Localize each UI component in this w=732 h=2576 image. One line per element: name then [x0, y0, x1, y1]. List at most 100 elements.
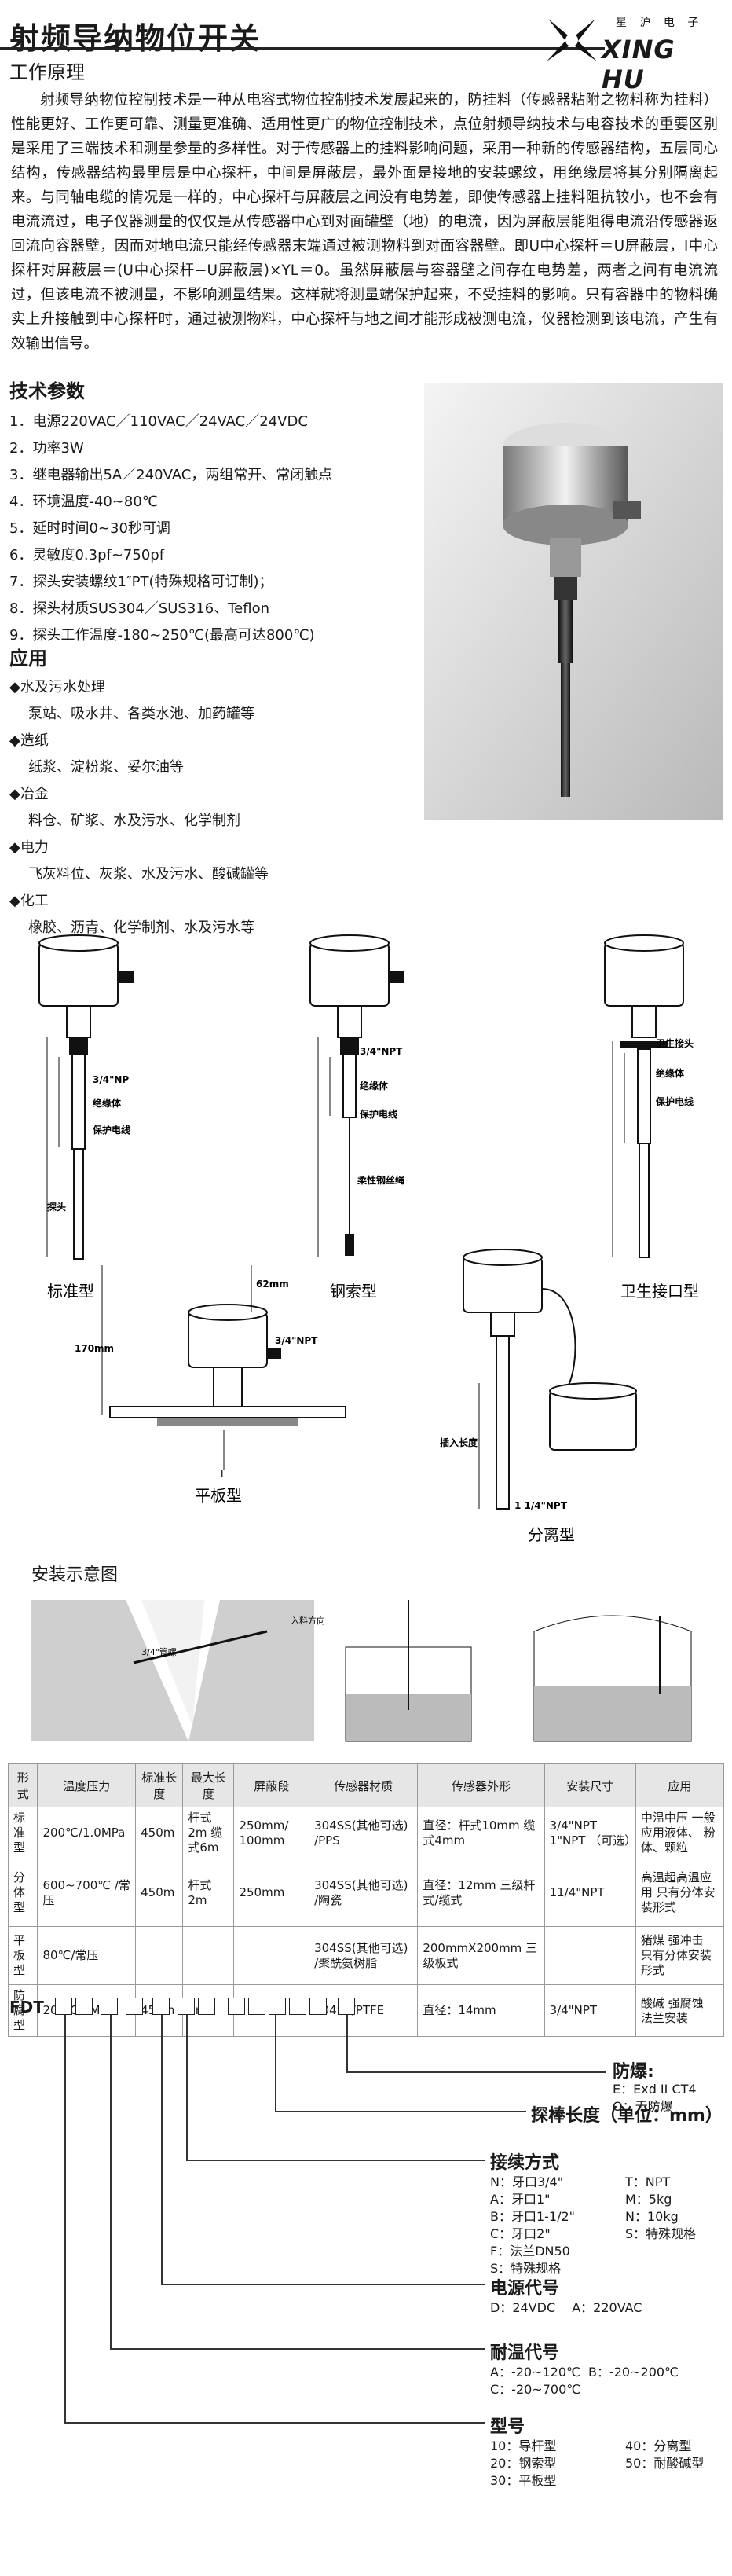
explosion-opts: E：Exd II CT4 O：无防爆 — [613, 2081, 697, 2115]
leader — [161, 2284, 485, 2285]
opt: A：-20~120℃ — [490, 2365, 580, 2380]
opt: A：牙口1" — [490, 2192, 551, 2207]
table-cell: 直径：14mm — [417, 1984, 545, 2037]
table-cell: 80℃/常压 — [37, 1926, 137, 1985]
app-text: 飞灰料位、灰浆、水及污水、酸碱罐等 — [28, 866, 269, 883]
app-text: 纸浆、淀粉浆、妥尔油等 — [28, 759, 184, 776]
label-roman: I — [221, 1469, 224, 1480]
mount-title: 接续方式 — [490, 2153, 560, 2173]
leader — [64, 2015, 66, 2424]
table-cell — [182, 1926, 235, 1985]
col-header: 形式 — [7, 1763, 38, 1807]
label-insulator: 绝缘体 — [93, 1097, 122, 1109]
opt: T：NPT — [625, 2174, 671, 2189]
brand-name: XING HU — [602, 35, 675, 94]
table-cell: 3/4"NPT — [544, 1984, 636, 2037]
opt: 20：钢索型 — [490, 2456, 557, 2471]
label-insulator-san: 绝缘体 — [656, 1067, 685, 1079]
star-logo-icon — [547, 19, 597, 61]
install-label-inflow: 入料方向 — [291, 1615, 325, 1626]
tech-list: 1．电源220VAC／110VAC／24VAC／24VDC 2．功率3W 3．继… — [9, 409, 332, 649]
label-npt: 3/4"NP — [93, 1074, 129, 1085]
label-npt-cable: 3/4"NPT — [360, 1046, 403, 1057]
table-cell: 平板型 — [7, 1926, 38, 1985]
app-group: ◆造纸 — [9, 732, 49, 749]
table-cell: 450m — [135, 1807, 184, 1859]
label-insert-len: 插入长度 — [440, 1437, 478, 1448]
opt: N：牙口3/4" — [490, 2174, 564, 2189]
label-probe: 探头 — [47, 1201, 66, 1213]
technical-drawings: 3/4"NP 绝缘体 保护电线 探头 3/4"NPT 绝缘体 保护电线 柔性钢丝… — [38, 934, 699, 1544]
table-cell: 酸碱 强腐蚀 法兰安装 — [635, 1984, 725, 2037]
table-cell: 450m — [135, 1859, 184, 1927]
intro-text: 射频导纳物位控制技术是一种从电容式物位控制技术发展起来的，防挂料（传感器粘附之物… — [11, 88, 718, 356]
app-text: 料仓、矿浆、水及污水、化学制剂 — [28, 813, 240, 829]
col-header: 标准长度 — [135, 1763, 184, 1807]
caption-flat: 平板型 — [195, 1486, 242, 1505]
col-header: 最大长度 — [182, 1763, 235, 1807]
power-title: 电源代号 — [490, 2279, 560, 2299]
app-group: ◆化工 — [9, 893, 49, 909]
table-cell: 杆式2m — [182, 1859, 235, 1927]
tech-item: 8．探头材质SUS304／SUS316、Teflon — [9, 600, 269, 617]
opt: 40：分离型 — [625, 2438, 692, 2453]
table-cell: 200mmX200mm 三级板式 — [417, 1926, 545, 1985]
caption-standard: 标准型 — [47, 1282, 94, 1301]
level-switch-photo — [424, 383, 723, 820]
drawing-separate — [463, 1249, 637, 1510]
table-cell: 304SS(其他可选) /陶瓷 — [309, 1859, 419, 1927]
table-cell — [135, 1926, 184, 1985]
tech-item: 4．环境温度-40~80℃ — [9, 494, 159, 510]
table-row: 平板型 80℃/常压 304SS(其他可选) /聚酰氨树脂 200mmX200m… — [7, 1926, 725, 1985]
code-box — [152, 1998, 170, 2015]
drawing-flat — [101, 1265, 346, 1470]
label-shield: 保护电线 — [92, 1124, 130, 1136]
brand-logo: 星 沪 电 子 XING HU — [540, 11, 721, 94]
label-flex-cable: 柔性钢丝绳 — [357, 1174, 404, 1186]
leader — [110, 2348, 485, 2350]
app-text: 橡胶、沥青、化学制剂、水及污水等 — [28, 919, 254, 936]
leader — [186, 2015, 188, 2161]
title-rule — [0, 47, 605, 50]
label-62mm: 62mm — [256, 1279, 289, 1290]
opt: F：法兰DN50 — [490, 2244, 570, 2259]
leader — [275, 2015, 276, 2112]
table-cell: 304SS(其他可选) /PPS — [309, 1807, 419, 1859]
table-cell: 600~700℃ /常压 — [37, 1859, 137, 1927]
install-diagrams: 3/4"管螺 入料方向 — [31, 1600, 692, 1742]
opt: B：牙口1-1/2" — [490, 2209, 576, 2224]
table-cell: 杆式2m 缆式6m — [182, 1807, 235, 1859]
opt: E：Exd II CT4 — [613, 2082, 697, 2097]
applications-heading: 应用 — [9, 648, 47, 670]
table-cell: 直径：杆式10mm 缆式4mm — [417, 1807, 545, 1859]
applications-list: ◆水及污水处理 泵站、吸水井、各类水池、加药罐等 ◆造纸 纸浆、淀粉浆、妥尔油等… — [9, 674, 269, 941]
code-box — [248, 1998, 265, 2015]
product-photo — [424, 383, 723, 820]
app-group: ◆水及污水处理 — [9, 679, 105, 695]
code-box — [126, 1998, 143, 2015]
opt: 10：导杆型 — [490, 2438, 557, 2453]
table-cell: 3/4"NPT 1"NPT （可选） — [544, 1807, 636, 1859]
opt: 30：平板型 — [490, 2473, 557, 2488]
opt: A：220VAC — [572, 2300, 642, 2315]
model-opts-right: 40：分离型 50：耐酸碱型 — [625, 2438, 704, 2472]
mount-opts-right: T：NPT M：5kg N：10kg S：特殊规格 — [625, 2174, 696, 2243]
length-title: 探棒长度（单位：mm） — [531, 2106, 723, 2126]
leader — [186, 2160, 485, 2161]
table-cell: 高温超高温应用 只有分体安装形式 — [635, 1859, 725, 1927]
code-box — [309, 1998, 327, 2015]
col-header: 应用 — [635, 1763, 725, 1807]
col-header: 安装尺寸 — [544, 1763, 636, 1807]
tech-heading: 技术参数 — [9, 380, 85, 402]
table-cell: 中温中压 一般应用液体、 粉体、颗粒 — [635, 1807, 725, 1859]
label-sanitary: 卫生接头 — [656, 1037, 694, 1049]
tech-item: 9．探头工作温度-180~250℃(最高可达800℃) — [9, 627, 315, 644]
code-box — [289, 1998, 306, 2015]
tech-item: 1．电源220VAC／110VAC／24VAC／24VDC — [9, 413, 308, 430]
opt: C：-20~700℃ — [490, 2382, 581, 2397]
tech-item: 2．功率3W — [9, 440, 84, 457]
table-cell: 标准型 — [7, 1807, 38, 1859]
opt: 50：耐酸碱型 — [625, 2456, 705, 2471]
leader — [161, 2015, 163, 2285]
label-npt-flat: 3/4"NPT — [275, 1335, 318, 1346]
